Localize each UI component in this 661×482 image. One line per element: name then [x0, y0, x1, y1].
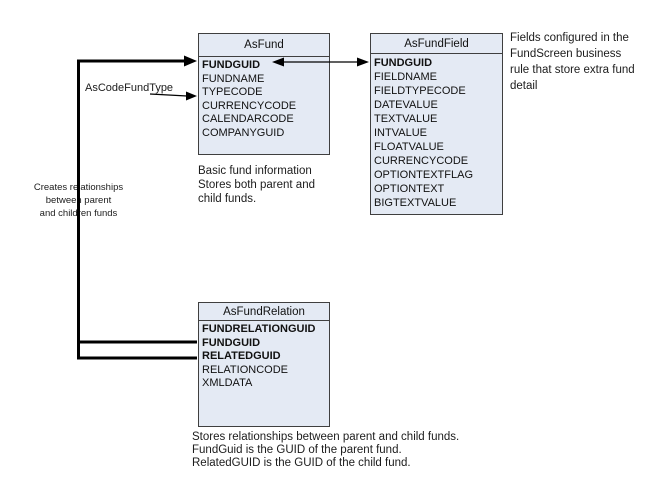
relationship-note: Creates relationships between parent and…: [33, 182, 124, 219]
table-field: FUNDGUID: [374, 57, 433, 69]
ascodefundtype-label: AsCodeFundType: [85, 82, 174, 94]
table-field: FUNDNAME: [202, 72, 265, 85]
table-field: CALENDARCODE: [202, 113, 294, 125]
table-field: FIELDNAME: [374, 71, 437, 83]
table-field: OPTIONTEXT: [374, 183, 445, 195]
table-field: FUNDGUID: [202, 59, 261, 71]
table-field: DATEVALUE: [374, 99, 438, 111]
asfund-caption: Basic fund information Stores both paren…: [198, 165, 315, 205]
table-field: FUNDRELATIONGUID: [202, 323, 316, 335]
table-field: TEXTVALUE: [374, 113, 438, 125]
table-asfundfield-fields: FUNDGUID FIELDNAME FIELDTYPECODE DATEVALUE T…: [371, 54, 502, 210]
table-asfundfield-title: AsFundField: [371, 34, 502, 54]
ascodefundtype-link-line: [149, 93, 188, 97]
table-field: XMLDATA: [202, 377, 253, 389]
table-asfund-title: AsFund: [199, 34, 329, 57]
right-arrowhead-icon: [357, 57, 369, 67]
table-field: OPTIONTEXTFLAG: [374, 169, 474, 181]
table-asfundfield: AsFundField FUNDGUID FIELDNAME FIELDTYPECO…: [370, 33, 503, 215]
table-field: TYPECODE: [202, 86, 263, 98]
fundguid-arrowhead-icon: [184, 55, 197, 67]
table-field: CURRENCYCODE: [374, 155, 469, 167]
table-field: INTVALUE: [374, 127, 427, 139]
table-asfundrelation-title: AsFundRelation: [199, 303, 329, 321]
table-field: COMPANYGUID: [202, 126, 285, 139]
table-field: BIGTEXTVALUE: [374, 197, 457, 209]
table-field: RELATIONCODE: [202, 363, 288, 376]
table-field: FLOATVALUE: [374, 141, 444, 153]
table-field: RELATEDGUID: [202, 350, 281, 362]
table-field: CURRENCYCODE: [202, 99, 297, 112]
table-field: FUNDGUID: [202, 336, 261, 349]
asfundfield-note: Fields configured in the FundScreen busi…: [510, 32, 635, 92]
table-field: FIELDTYPECODE: [374, 85, 466, 97]
asfundrelation-caption: Stores relationships between parent and …: [192, 431, 460, 469]
typecode-arrowhead-icon: [186, 91, 197, 101]
